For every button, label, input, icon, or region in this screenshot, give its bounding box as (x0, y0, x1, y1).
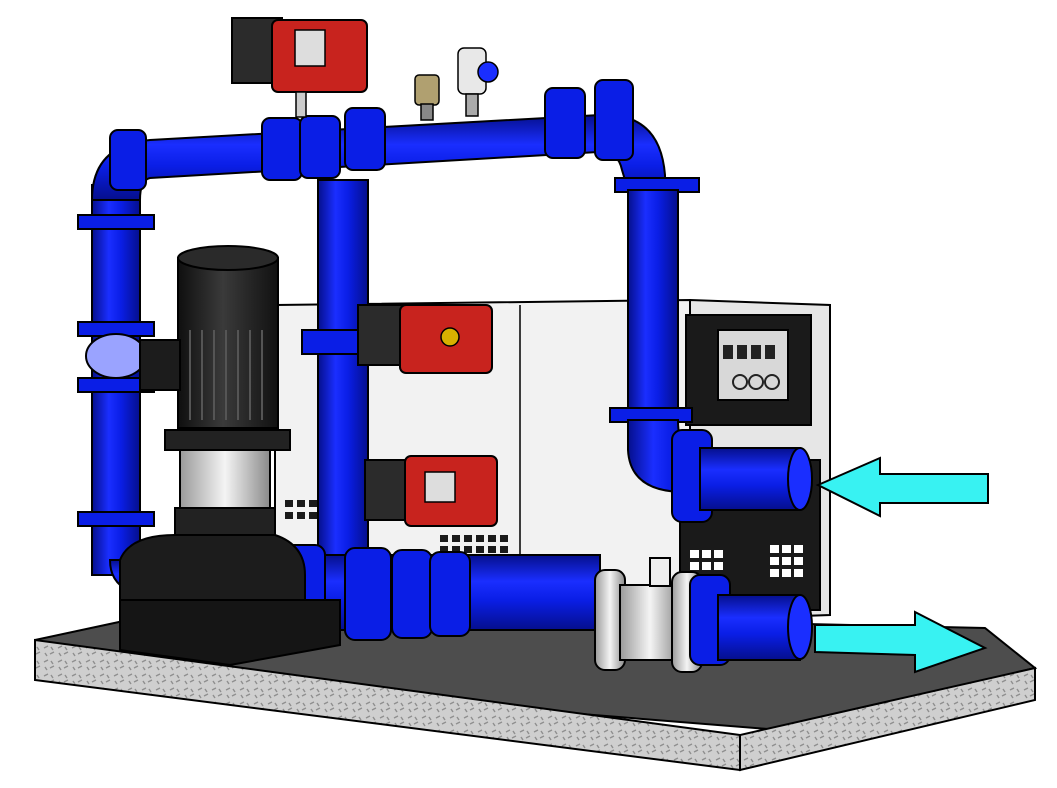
valve-actuator-lower (364, 455, 498, 527)
valve-actuator-middle (357, 304, 493, 374)
outlet-connection (689, 574, 813, 666)
pump-casing (119, 534, 341, 667)
vent-grille-right (690, 545, 803, 577)
outlet-flow-arrow (814, 610, 988, 674)
vent-grille-left (285, 500, 508, 553)
valve-actuator-top (231, 17, 368, 118)
center-vertical-pipe (301, 179, 369, 581)
right-downcomer-pipe (609, 177, 701, 493)
top-header-pipe (90, 79, 666, 201)
inlet-connection (671, 429, 813, 523)
inlet-flow-arrow (815, 456, 989, 518)
display-panel (685, 314, 812, 426)
pump-lantern (174, 449, 276, 539)
left-riser-pipe (77, 184, 155, 576)
pressure-switch (414, 74, 440, 121)
pump-motor (139, 245, 291, 451)
pressure-transmitter (457, 47, 499, 117)
